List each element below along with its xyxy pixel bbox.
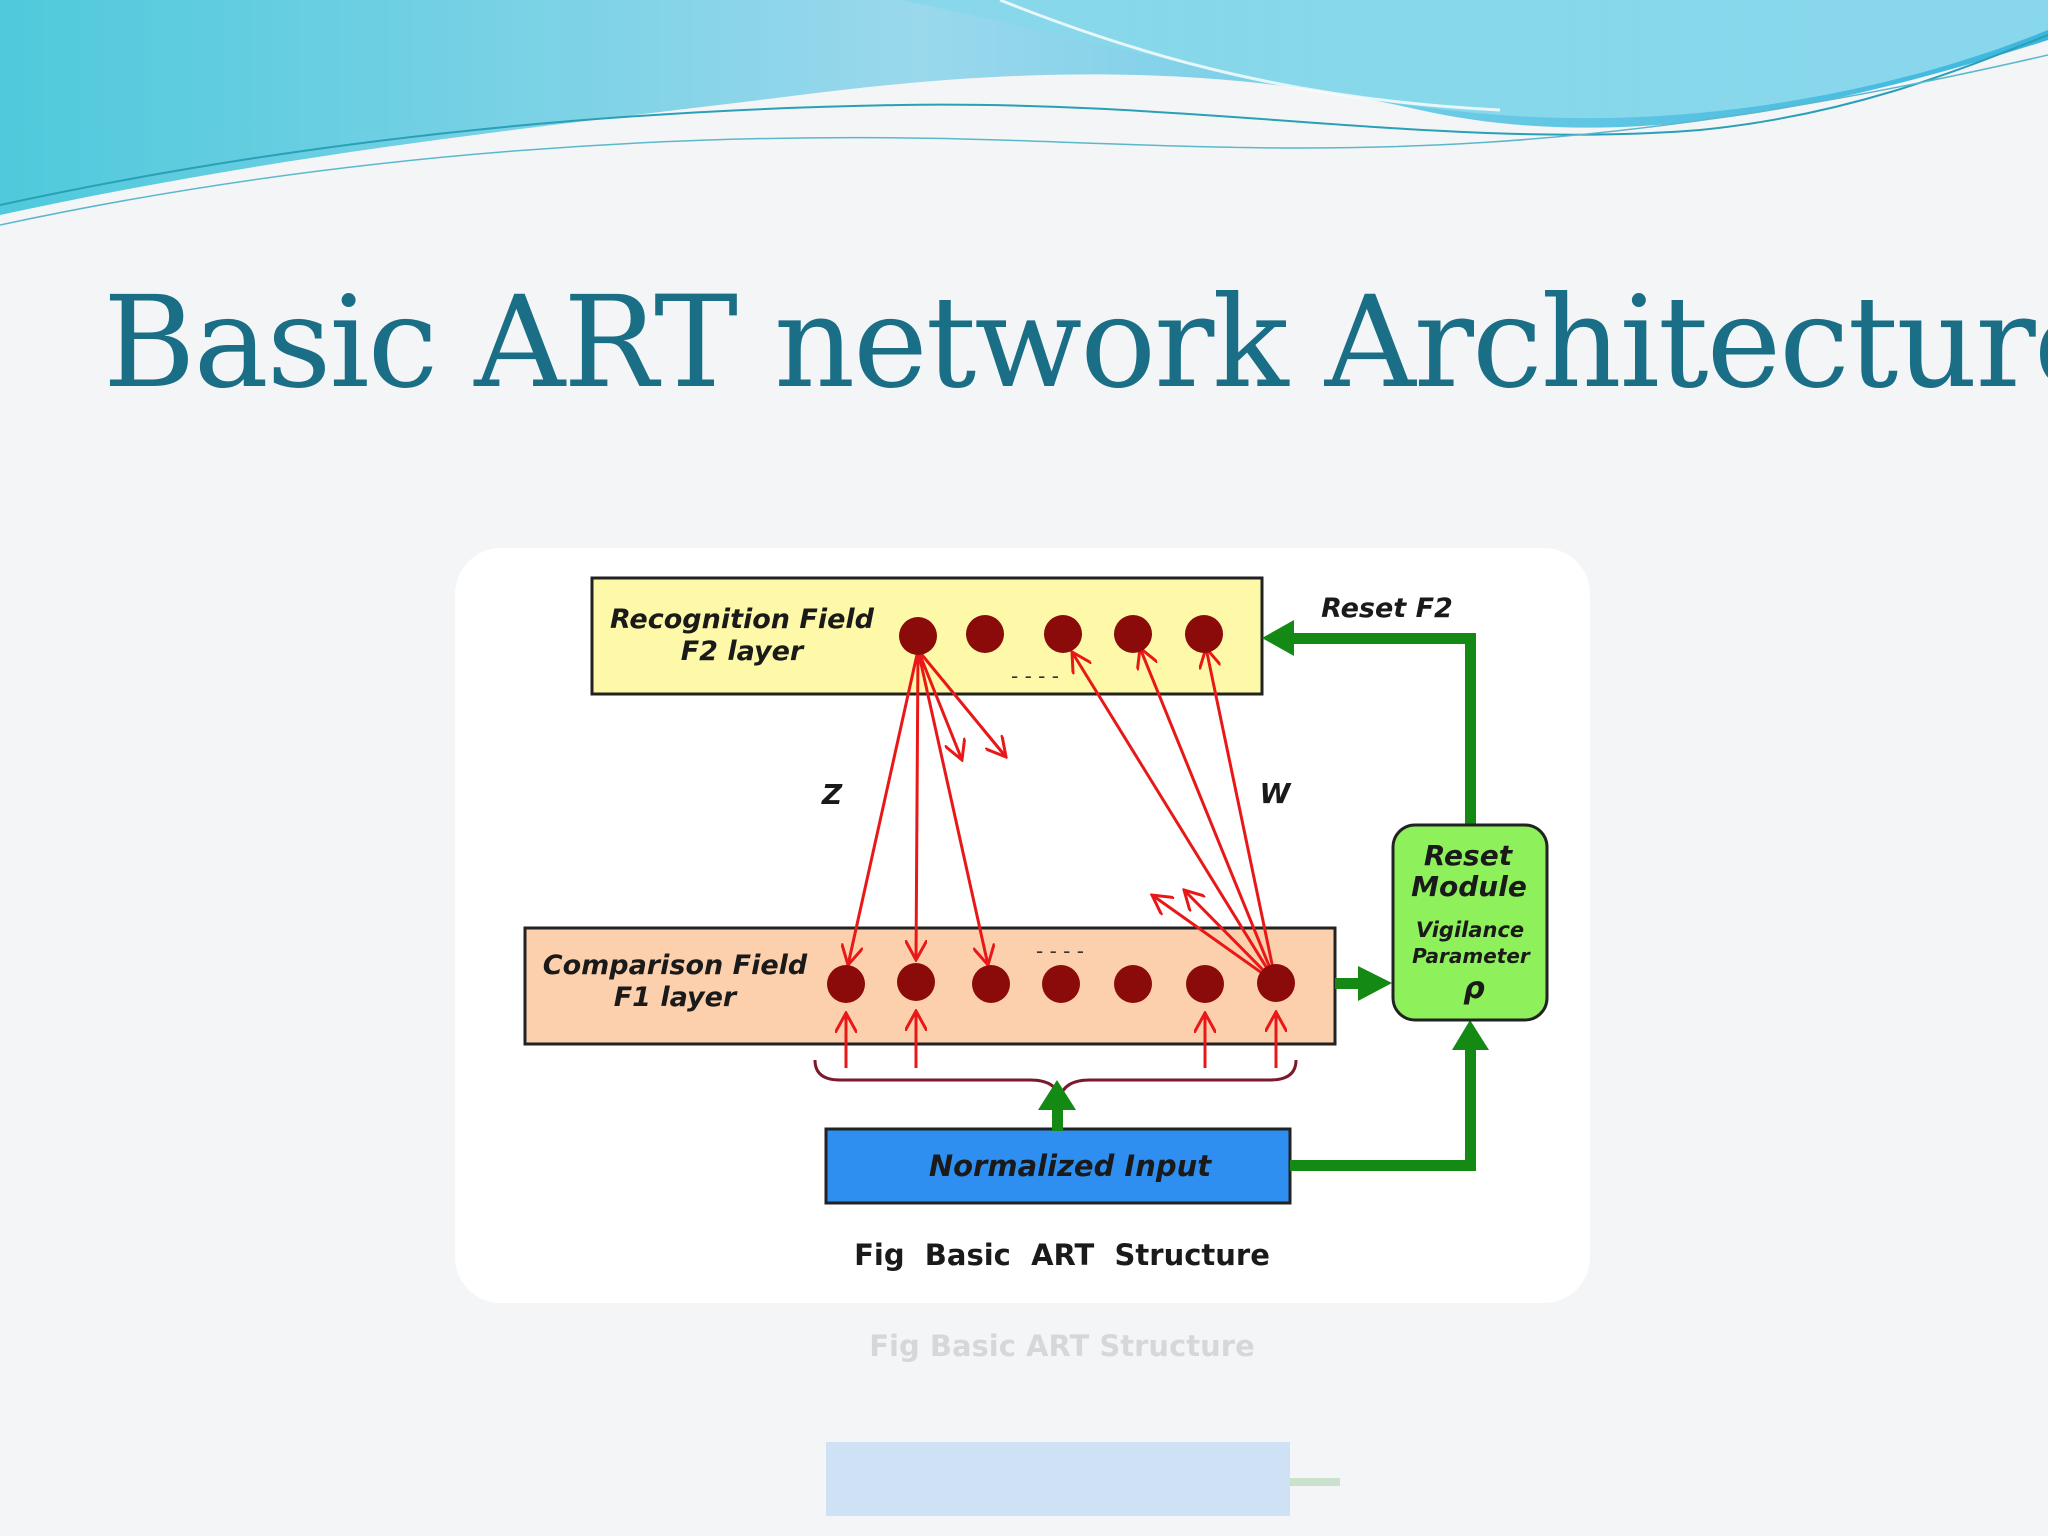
- f2-node-5: [1185, 615, 1223, 653]
- vigilance-rho-symbol: ρ: [1463, 971, 1484, 1006]
- connection-f2n1-branch1: [916, 649, 962, 760]
- control-input-to-reset-head: [1452, 1020, 1489, 1050]
- input-arrows: [846, 1011, 1276, 1068]
- f2-nodes: [899, 615, 1223, 655]
- connection-f1n7-f2n5: [1206, 648, 1278, 984]
- f2-label-line1: Recognition Field: [610, 604, 875, 635]
- control-f1-to-reset: [1335, 978, 1361, 989]
- f1-label-line1: Comparison Field: [543, 950, 808, 981]
- f1-node-2: [897, 963, 935, 1001]
- f1-node-1: [827, 965, 865, 1003]
- connection-f1n7-f2n3: [1072, 652, 1278, 984]
- f1-label-line2: F1 layer: [614, 982, 738, 1013]
- reset-module-line2: Module: [1411, 870, 1527, 903]
- top-down-connections: [848, 649, 1006, 965]
- connection-f1n7-branch1: [1152, 895, 1277, 985]
- f1-node-3: [972, 965, 1010, 1003]
- figure-caption: Fig Basic ART Structure: [854, 1238, 1270, 1272]
- f1-node-4: [1042, 965, 1080, 1003]
- control-f1-to-reset-head: [1358, 966, 1392, 1001]
- reset-module-line3: Vigilance: [1416, 918, 1524, 942]
- connection-f2n1-f1n2: [916, 649, 918, 960]
- control-reset-to-f2-v: [1465, 633, 1476, 825]
- f2-node-2: [966, 615, 1004, 653]
- reset-module-line4: Parameter: [1412, 944, 1531, 968]
- f2-node-4: [1114, 615, 1152, 653]
- reset-f2-label: Reset F2: [1321, 593, 1453, 624]
- f2-label-line2: F2 layer: [681, 636, 805, 667]
- f1-node-5: [1114, 965, 1152, 1003]
- f1-ellipsis: - - - -: [1036, 939, 1084, 963]
- f1-nodes: [827, 963, 1295, 1003]
- normalized-input-label: Normalized Input: [929, 1149, 1212, 1183]
- slide-title: Basic ART network Architecture: [103, 269, 2048, 416]
- control-input-to-brace-head: [1038, 1080, 1076, 1110]
- control-reset-to-f2-h: [1290, 633, 1476, 644]
- control-input-to-reset-h: [1290, 1160, 1476, 1171]
- control-reset-to-f2-head: [1262, 620, 1294, 656]
- control-lines: [1038, 620, 1489, 1171]
- control-input-to-reset-v: [1465, 1048, 1476, 1171]
- reset-module: [1391, 823, 1549, 1022]
- weight-w-label: W: [1260, 777, 1292, 810]
- reset-module-line1: Reset: [1424, 839, 1514, 872]
- f2-node-3: [1044, 615, 1082, 653]
- control-input-to-brace: [1052, 1105, 1063, 1131]
- f1-node-6: [1186, 965, 1224, 1003]
- connection-f1n7-branch2: [1184, 890, 1278, 985]
- connection-f2n1-branch2: [916, 649, 1006, 757]
- normalized-input-block: [824, 1127, 1292, 1205]
- wave-header-decoration: [0, 0, 2048, 226]
- f2-node-1: [899, 617, 937, 655]
- weight-z-label: Z: [821, 778, 843, 811]
- connection-f2n1-f1n3: [916, 649, 988, 965]
- bottom-up-connections: [1072, 648, 1278, 985]
- connection-f2n1-f1n1: [848, 649, 920, 965]
- connection-f1n7-f2n4: [1140, 648, 1278, 984]
- f2-ellipsis: - - - -: [1011, 664, 1059, 688]
- f1-node-7: [1257, 964, 1295, 1002]
